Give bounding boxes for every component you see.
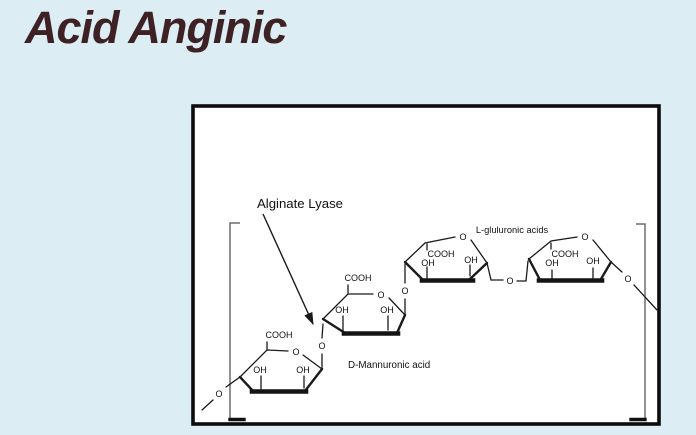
alginate-structure-diagram: O COOH O OH OH O [191,104,661,426]
oh-label: OH [253,365,267,375]
oh-label: OH [545,258,559,268]
mannuronic-label: D-Mannuronic acid [348,360,430,371]
panel-border [191,104,661,426]
oh-label: OH [335,305,349,315]
sugar-ring-mannuronic-2: COOH O OH OH [321,273,407,336]
page-title: Acid Anginic [25,2,287,53]
sugar-ring-mannuronic-1: COOH O OH OH [238,330,324,394]
cooh-label: COOH [552,249,579,259]
oh-label: OH [380,305,394,315]
glycosidic-oxygen-label: O [318,341,325,351]
left-bracket [228,222,246,422]
enzyme-label: Alginate Lyase [257,196,343,211]
sugar-ring-guluronic-1: COOH O OH OH [403,232,489,283]
chain-end-left: O [201,376,241,411]
oh-label: OH [586,256,600,266]
glycosidic-bond-1-2: O [318,323,326,370]
ring-oxygen-label: O [459,232,466,242]
chain-end-oxygen-label: O [624,274,631,284]
chain-end-oxygen-label: O [215,389,222,399]
cooh-label: COOH [266,330,293,340]
enzyme-arrow [262,213,314,326]
ring-oxygen-label: O [581,232,588,242]
oh-label: OH [296,365,310,375]
right-bracket [629,223,647,422]
oh-label: OH [464,255,478,265]
glycosidic-bond-2-3: O [401,263,409,316]
glycosidic-oxygen-label: O [506,276,513,286]
ring-oxygen-label: O [377,290,384,300]
sugar-ring-guluronic-2: COOH O OH OH [527,232,613,283]
guluronic-label: L-gluluronic acids [476,225,549,235]
chain-end-right: O [610,261,658,311]
structure-panel: O COOH O OH OH O [191,104,661,426]
oh-label: OH [421,258,435,268]
glycosidic-oxygen-label: O [401,286,408,296]
ring-oxygen-label: O [292,347,299,357]
cooh-label: COOH [428,249,455,259]
cooh-label: COOH [345,273,372,283]
glycosidic-bond-3-4: O [486,260,529,286]
